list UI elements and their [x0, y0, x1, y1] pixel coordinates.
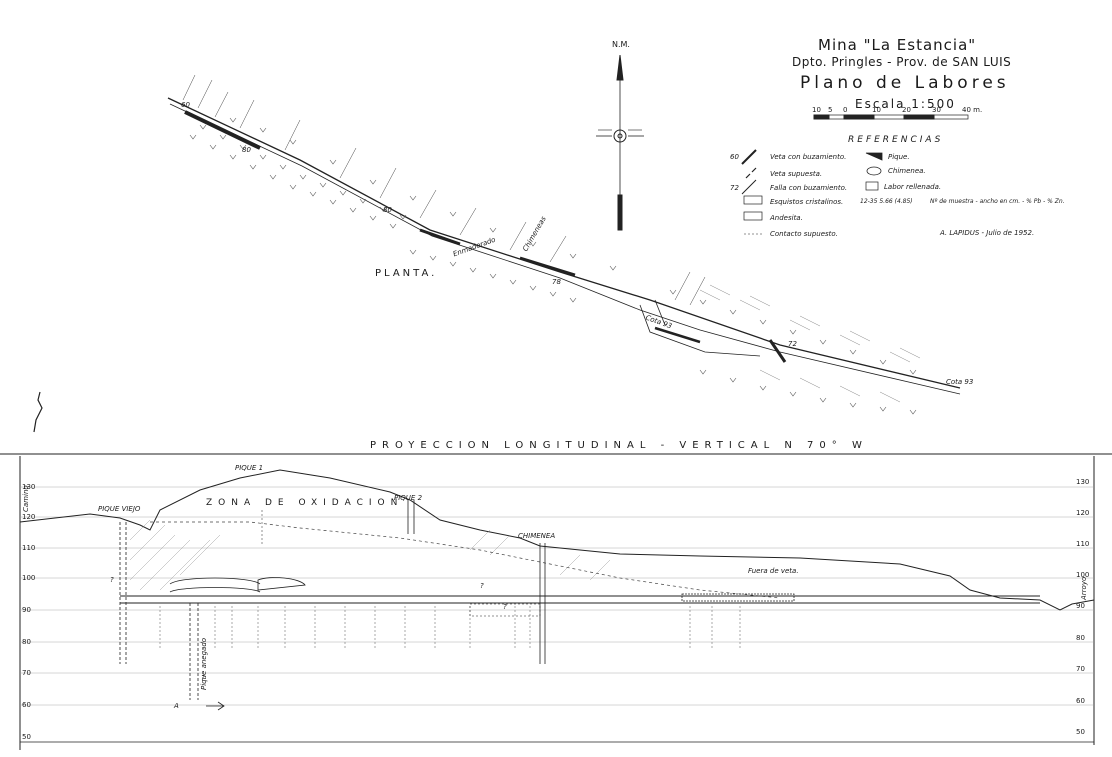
ref-code: 72 [730, 184, 739, 192]
y-tick-left: 80 [22, 638, 31, 646]
unknown-mark: ? [480, 582, 484, 590]
shaft-label: PIQUE VIEJO [98, 505, 141, 513]
sample-note-code: 12-35 5.66 (4.85) [860, 198, 913, 205]
y-tick-left: 60 [22, 701, 31, 709]
road-label: Camino [22, 485, 30, 512]
map-title: Mina "La Estancia" [818, 36, 977, 54]
oxidation-zone-line [150, 521, 781, 599]
scale-bar [813, 114, 969, 120]
y-tick-right: 90 [1076, 602, 1085, 610]
plan-annotation: 72 [788, 340, 797, 348]
unknown-mark: ? [503, 603, 507, 611]
y-tick-left: 50 [22, 733, 31, 741]
y-tick-left: 100 [22, 574, 36, 582]
north-label: N.M. [612, 40, 630, 49]
scale-tick: 10 [812, 106, 821, 114]
flooded-shaft-label: Pique anegado [200, 637, 208, 690]
y-tick-left: 90 [22, 606, 31, 614]
oxidation-hatch [129, 519, 611, 591]
author-credit: A. LAPIDUS - Julio de 1952. [940, 229, 1035, 237]
ref-label: Veta supuesta. [770, 170, 823, 178]
shaft-label: PIQUE 2 [394, 494, 423, 502]
sample-note: Nº de muestra - ancho en cm. - % Pb - % … [930, 198, 1065, 205]
ref-label: Labor rellenada. [884, 183, 942, 191]
y-tick-right: 120 [1076, 509, 1090, 517]
off-vein-label: Fuera de veta. [748, 567, 799, 575]
ref-label: Pique. [888, 153, 910, 161]
plan-title: Plano de Labores [800, 73, 1010, 93]
plan-vein [167, 97, 961, 395]
ref-label: Andesita. [770, 214, 803, 222]
sample-lines [182, 74, 706, 306]
scale-tick: 40 m. [962, 106, 983, 114]
plan-annotation: 80 [383, 206, 392, 214]
y-tick-left: 120 [22, 513, 36, 521]
y-tick-right: 110 [1076, 540, 1090, 548]
unknown-mark: ? [110, 576, 114, 584]
references-heading: REFERENCIAS [848, 135, 944, 145]
y-tick-left: 130 [22, 483, 36, 491]
schist-hatching [189, 117, 917, 415]
ref-label: Chimenea. [888, 167, 926, 175]
legend-symbols [741, 149, 883, 235]
scale-label: Escala 1:500 [855, 97, 956, 111]
plan-annotation: 80 [242, 146, 251, 154]
map-subtitle: Dpto. Pringles - Prov. de SAN LUIS [792, 55, 1012, 69]
section-shafts [119, 500, 546, 700]
unknown-mark: ? [201, 674, 205, 682]
scale-tick: 20 [902, 106, 911, 114]
y-tick-right: 50 [1076, 728, 1085, 736]
shaft-label: PIQUE 1 [235, 464, 264, 472]
ref-label: Veta con buzamiento. [770, 153, 847, 161]
scale-tick: 0 [843, 106, 848, 114]
section-arrow-label: A [174, 702, 179, 710]
y-tick-left: 110 [22, 544, 36, 552]
y-tick-left: 70 [22, 669, 31, 677]
stream-label: Arroyo [1080, 576, 1088, 600]
section-title: PROYECCION LONGITUDINAL - VERTICAL N 70°… [370, 440, 868, 451]
section-sample-lines [159, 606, 741, 650]
elevation-gridlines [20, 486, 1094, 706]
oxidation-zone-label: ZONA DE OXIDACION [206, 498, 404, 508]
plan-annotation: 78 [552, 278, 561, 286]
y-tick-right: 130 [1076, 478, 1090, 486]
plan-view-label: PLANTA. [375, 268, 438, 279]
ref-label: Esquistos cristalinos. [770, 198, 844, 206]
scale-tick: 30 [932, 106, 941, 114]
scale-tick: 5 [828, 106, 833, 114]
chimney-label: CHIMENEA [518, 532, 556, 540]
level-gallery [120, 577, 1040, 617]
y-tick-right: 80 [1076, 634, 1085, 642]
y-tick-right: 100 [1076, 571, 1090, 579]
y-tick-right: 60 [1076, 697, 1085, 705]
sheet-edge-mark [33, 391, 43, 433]
plan-annotation: 60 [181, 101, 190, 109]
north-arrow-icon [596, 54, 644, 231]
ground-surface [19, 469, 1095, 611]
ref-label: Contacto supuesto. [770, 230, 838, 238]
right-hatch [699, 284, 921, 403]
ref-code: 60 [730, 153, 739, 161]
ref-label: Falla con buzamiento. [770, 184, 848, 192]
scale-tick: 10 [872, 106, 881, 114]
plan-annotation: Cota 93 [946, 378, 974, 386]
y-tick-right: 70 [1076, 665, 1085, 673]
direction-arrow-icon [206, 701, 225, 711]
